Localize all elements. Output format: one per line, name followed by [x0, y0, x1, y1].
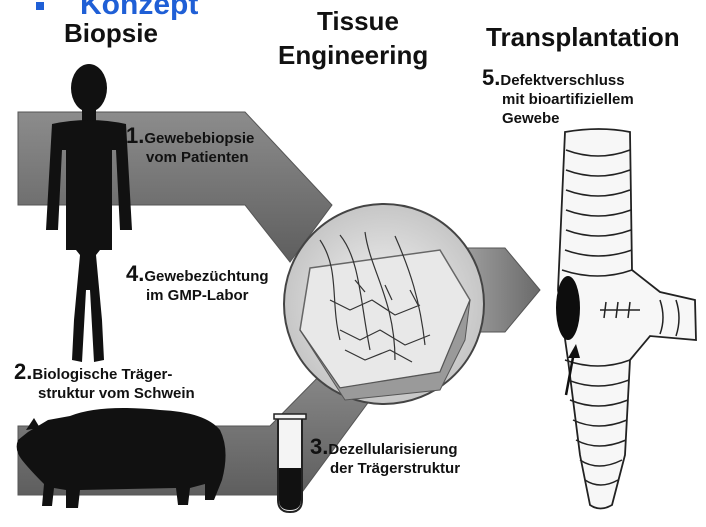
step-1-number: 1.: [126, 123, 144, 148]
human-silhouette-icon: [46, 64, 132, 362]
step-5-number: 5.: [482, 65, 500, 90]
step-5-line3: Gewebe: [482, 110, 560, 127]
step-2-label: 2.Biologische Träger- struktur vom Schwe…: [14, 362, 195, 403]
step-1-label: 1.Gewebebiopsie vom Patienten: [126, 126, 254, 167]
step-5-line1: Defektverschluss: [500, 72, 624, 89]
step-4-label: 4.Gewebezüchtung im GMP-Labor: [126, 264, 269, 305]
trachea-icon: [556, 129, 696, 509]
step-4-number: 4.: [126, 261, 144, 286]
step-3-line2: der Trägerstruktur: [310, 460, 460, 477]
test-tube-icon: [274, 414, 306, 512]
step-2-line2: struktur vom Schwein: [14, 385, 195, 402]
step-3-number: 3.: [310, 434, 328, 459]
step-1-line1: Gewebebiopsie: [144, 130, 254, 147]
step-1-line2: vom Patienten: [126, 149, 249, 166]
step-5-line2: mit bioartifiziellem: [482, 91, 634, 108]
step-3-line1: Dezellularisierung: [328, 441, 457, 458]
step-5-label: 5.Defektverschluss mit bioartifiziellem …: [482, 68, 634, 128]
step-4-line1: Gewebezüchtung: [144, 268, 268, 285]
step-4-line2: im GMP-Labor: [126, 287, 249, 304]
step-2-number: 2.: [14, 359, 32, 384]
step-2-line1: Biologische Träger-: [32, 366, 172, 383]
step-3-label: 3.Dezellularisierung der Trägerstruktur: [310, 437, 460, 478]
